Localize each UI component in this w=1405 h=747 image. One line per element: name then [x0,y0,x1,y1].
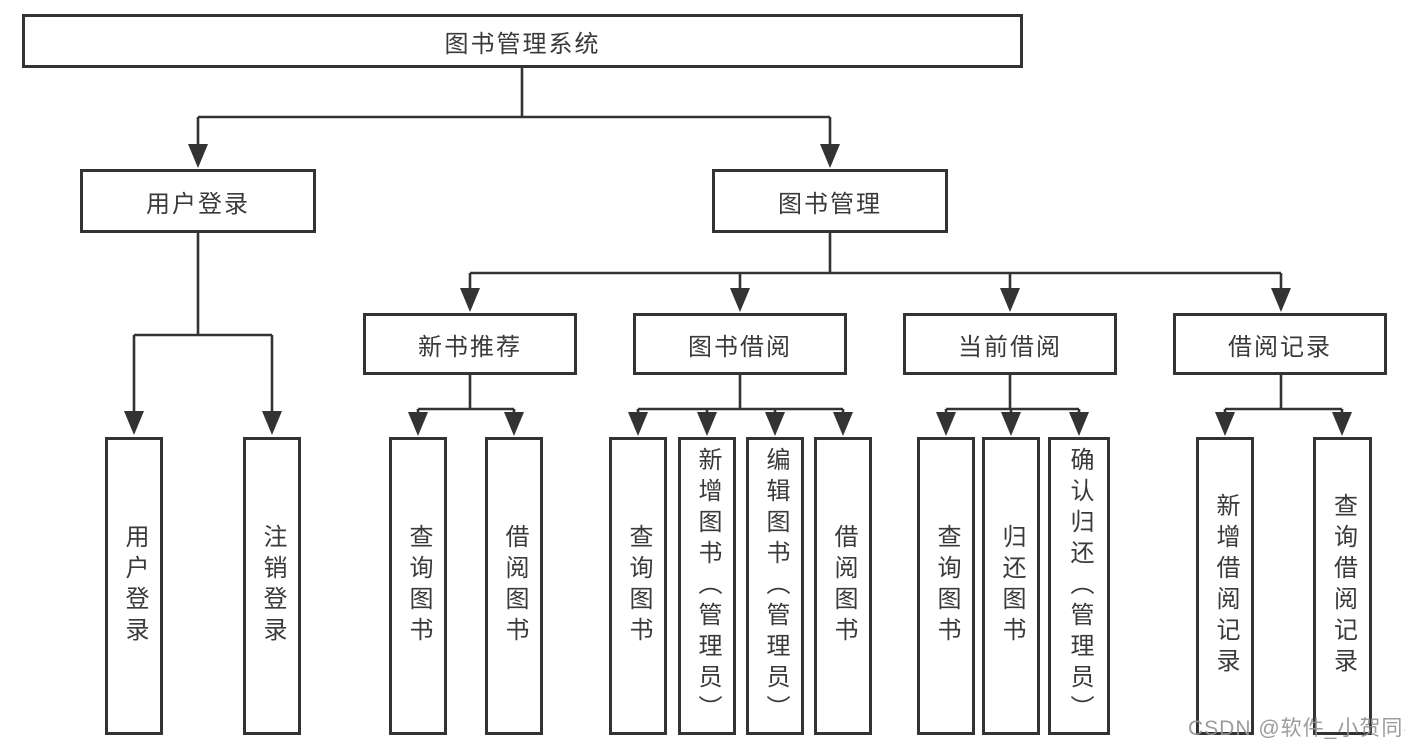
leaf-records-add-record: 新增借阅记录 [1196,437,1254,735]
leaf-borrowing-borrow-books: 借阅图书 [814,437,872,735]
leaf-borrowing-borrow-books-label: 借阅图书 [830,524,857,648]
leaf-current-query-books: 查询图书 [917,437,975,735]
arrowheads [124,144,1352,436]
leaf-borrowing-query-books-label: 查询图书 [625,524,652,648]
leaf-borrowing-query-books: 查询图书 [609,437,667,735]
node-borrow-records-label: 借阅记录 [1228,333,1332,361]
leaf-borrowing-edit-books-admin: 编辑图书（管理员） [746,437,804,735]
node-book-borrowing-label: 图书借阅 [688,333,792,361]
node-borrow-records: 借阅记录 [1173,313,1387,375]
node-current-borrowing: 当前借阅 [903,313,1117,375]
leaf-newbook-borrow-books: 借阅图书 [485,437,543,735]
leaf-current-return-books-label: 归还图书 [998,524,1025,648]
leaf-current-confirm-return-admin: 确认归还（管理员） [1048,437,1110,735]
leaf-newbook-query-books: 查询图书 [389,437,447,735]
node-user-login-label: 用户登录 [146,190,250,218]
node-current-borrowing-label: 当前借阅 [958,333,1062,361]
node-new-book-recommend: 新书推荐 [363,313,577,375]
leaf-newbook-borrow-books-label: 借阅图书 [501,524,528,648]
node-book-management-label: 图书管理 [778,190,882,218]
node-new-book-recommend-label: 新书推荐 [418,333,522,361]
leaf-records-query-record: 查询借阅记录 [1313,437,1372,735]
leaf-user-login-label: 用户登录 [121,524,148,648]
node-root-label: 图书管理系统 [444,30,601,58]
node-book-borrowing: 图书借阅 [633,313,847,375]
leaf-current-return-books: 归还图书 [982,437,1040,735]
leaf-borrowing-add-books-admin-label: 新增图书（管理员） [694,446,721,726]
leaf-current-confirm-return-admin-label: 确认归还（管理员） [1066,446,1093,726]
leaf-records-add-record-label: 新增借阅记录 [1212,493,1239,679]
leaf-logout: 注销登录 [243,437,301,735]
leaf-borrowing-add-books-admin: 新增图书（管理员） [678,437,736,735]
leaf-records-query-record-label: 查询借阅记录 [1329,493,1357,679]
leaf-logout-label: 注销登录 [259,524,286,648]
leaf-newbook-query-books-label: 查询图书 [405,524,432,648]
node-user-login: 用户登录 [80,169,316,233]
leaf-current-query-books-label: 查询图书 [933,524,960,648]
node-root-system: 图书管理系统 [22,14,1023,68]
node-book-management: 图书管理 [712,169,948,233]
leaf-borrowing-edit-books-admin-label: 编辑图书（管理员） [762,446,789,726]
leaf-user-login: 用户登录 [105,437,163,735]
